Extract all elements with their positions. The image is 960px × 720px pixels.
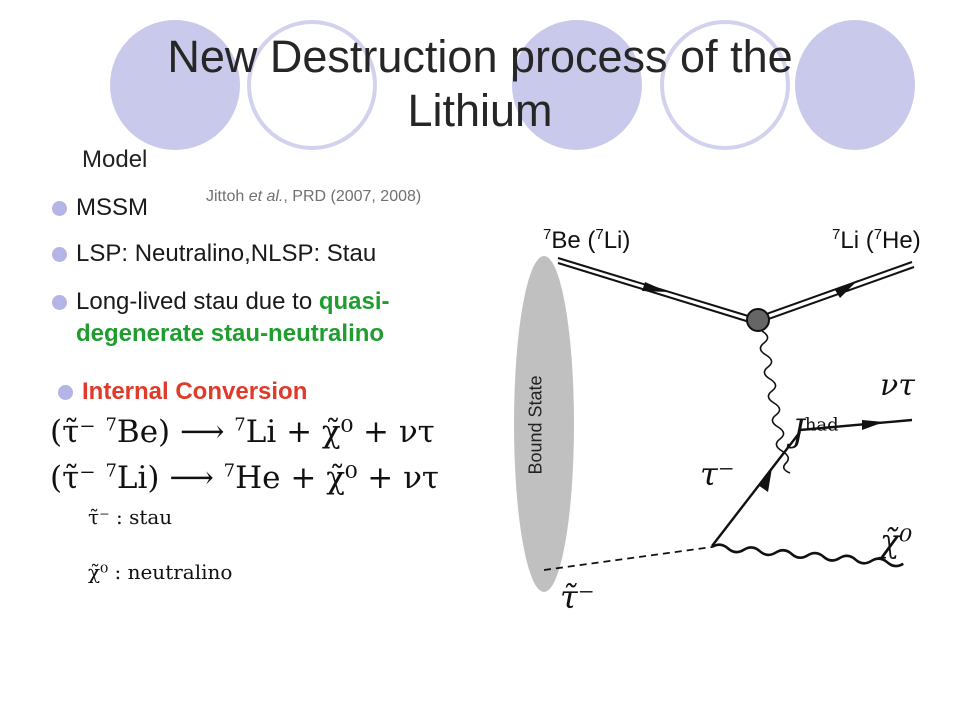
eq-mass: 7 [223, 460, 236, 482]
stau-dashed-line [543, 546, 713, 571]
outgoing-arrow [835, 280, 858, 298]
eq-part: Li) ⟶ [116, 460, 224, 496]
incoming-nucleus-label: 7Be (7Li) [543, 226, 630, 255]
citation-rest: , PRD (2007, 2008) [283, 188, 422, 205]
equation-1: (τ̃⁻ 7Be) ⟶ 7Li + χ̃⁰ + ντ [50, 414, 435, 450]
j-symbol: J [792, 412, 805, 450]
eq-part: Li + χ̃⁰ + ντ [245, 414, 435, 450]
outgoing-nucleus-line [757, 261, 913, 318]
legend-stau: τ̃⁻ : stau [88, 505, 173, 529]
nu-tau-arrow [862, 420, 884, 430]
stau-label: τ̃⁻ [560, 578, 595, 616]
decorative-circle [110, 20, 240, 150]
mass-number: 7 [595, 226, 604, 243]
mass-number: 7 [873, 226, 883, 243]
label-part: Be ( [551, 227, 596, 254]
nu-tau-label: ντ [880, 368, 915, 403]
eq-mass: 7 [105, 414, 117, 436]
mass-number: 7 [832, 226, 841, 243]
bound-state-ellipse [514, 256, 574, 592]
eq-mass: 7 [234, 414, 246, 436]
bullet-dot [52, 295, 67, 310]
bullet-highlight: degenerate stau-neutralino [76, 320, 385, 347]
title-line-1: New Destruction process of the [167, 31, 793, 82]
vertex-blob [746, 308, 770, 332]
bullet-text: MSSM [76, 194, 148, 221]
slide-title: New Destruction process of the Lithium [80, 30, 880, 138]
bullet-highlight: quasi- [318, 288, 390, 315]
incoming-nucleus-line [557, 262, 757, 325]
nu-tau-line [799, 418, 913, 432]
decorative-ring [247, 20, 377, 150]
bullet-long-lived: Long-lived stau due to quasi- degenerate… [52, 286, 506, 350]
outgoing-nucleus-label: 7Li (7He) [832, 226, 921, 255]
label-part: Li ( [840, 227, 874, 254]
decorative-circle [795, 20, 915, 150]
tau-line [711, 431, 801, 547]
feynman-diagram [514, 256, 915, 592]
eq-part: Be) ⟶ [116, 414, 235, 450]
label-part: He) [882, 227, 921, 254]
legend-neutralino: χ̃⁰ : neutralino [88, 560, 233, 584]
eq-mass: 7 [105, 460, 117, 482]
eq-part: (τ̃⁻ [50, 414, 106, 450]
eq-part: (τ̃⁻ [50, 460, 106, 496]
bound-state-label: Bound State [525, 375, 546, 475]
bullet-dot [52, 247, 67, 262]
bullet-dot [52, 201, 67, 216]
eq-part: He + χ̃⁰ + ντ [235, 460, 440, 496]
model-label: Model [82, 146, 148, 173]
title-line-2: Lithium [407, 85, 553, 136]
incoming-arrow [642, 282, 668, 292]
citation-etal: et al. [248, 188, 284, 205]
equation-2: (τ̃⁻ 7Li) ⟶ 7He + χ̃⁰ + ντ [50, 460, 439, 496]
neutralino-wavy [711, 543, 904, 568]
outgoing-nucleus-line [759, 266, 915, 323]
bullet-internal-conversion: Internal Conversion [58, 376, 308, 408]
bullet-lsp: LSP: Neutralino,NLSP: Stau [52, 238, 377, 270]
bullet-text: LSP: Neutralino,NLSP: Stau [76, 240, 377, 267]
tau-minus-label: τ⁻ [700, 455, 735, 493]
decorative-ring [660, 20, 790, 150]
tau-arrow [758, 468, 772, 492]
hadronic-current-wavy [759, 330, 791, 474]
bullet-text: Internal Conversion [82, 378, 308, 405]
citation: Jittoh et al., PRD (2007, 2008) [206, 188, 421, 206]
label-part: Li) [603, 227, 631, 254]
neutralino-label: χ̃⁰ [880, 522, 913, 560]
mass-number: 7 [543, 226, 552, 243]
decorative-circle [512, 20, 642, 150]
citation-authors: Jittoh [206, 188, 249, 205]
bullet-dot [58, 385, 73, 400]
j-had-label: Jhad [792, 412, 839, 450]
j-superscript: had [804, 414, 839, 436]
bullet-mssm: MSSM [52, 192, 148, 224]
bullet-text: Long-lived stau due to [76, 288, 319, 315]
